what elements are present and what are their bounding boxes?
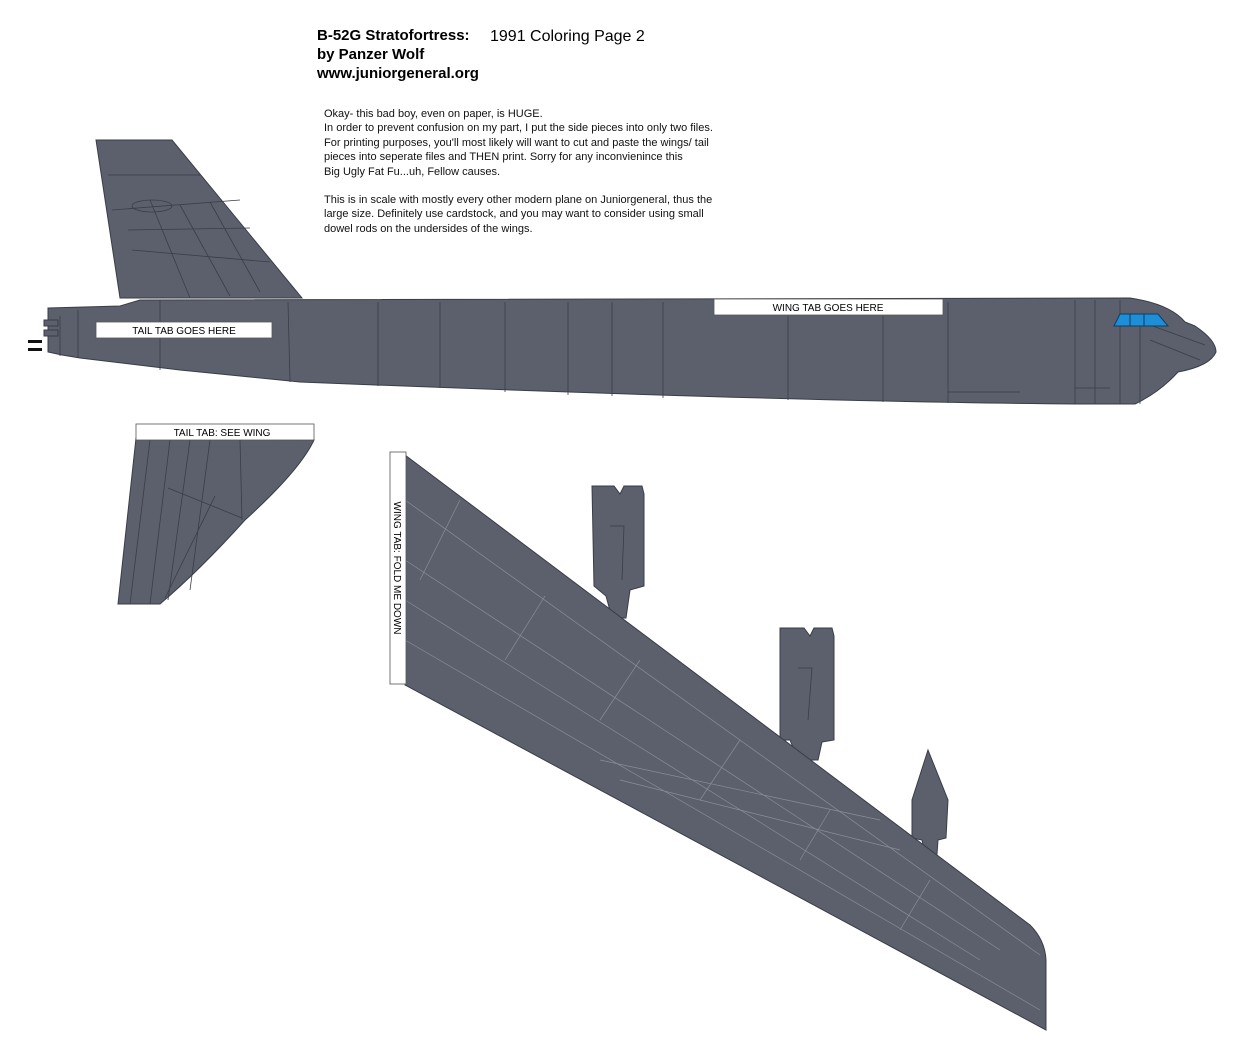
tail-gun-lower <box>43 329 59 337</box>
author-credit: by Panzer Wolf <box>317 46 425 63</box>
engine-pod-lines <box>610 525 813 721</box>
tail-gun-upper <box>43 319 59 327</box>
stabilizer-panel-lines <box>129 439 243 605</box>
notes-paragraph-2: This is in scale with mostly every other… <box>324 194 713 235</box>
wing-tab: WING TAB GOES HERE <box>713 298 944 316</box>
wing-panel-lines <box>404 499 1041 1011</box>
aircraft-title: B-52G Stratofortress: <box>317 27 470 44</box>
engine-pod-inboard <box>779 627 835 761</box>
website-link[interactable]: www.juniorgeneral.org <box>317 65 479 82</box>
tail-fin <box>95 139 304 299</box>
main-wing <box>404 453 1047 1031</box>
wing-fold-tab-label: WING TAB: FOLD ME DOWN <box>391 502 402 635</box>
notes-paragraph-1: Okay- this bad boy, even on paper, is HU… <box>324 108 713 178</box>
page-title: 1991 Coloring Page 2 <box>482 22 676 48</box>
horizontal-stabilizer <box>117 437 315 605</box>
engine-pod-outboard <box>591 485 645 619</box>
stabilizer-tab: TAIL TAB: SEE WING <box>135 423 315 441</box>
tail-tab: TAIL TAB GOES HERE <box>95 321 273 339</box>
fuselage <box>47 297 1217 405</box>
tail-gun-barrels <box>28 340 42 351</box>
page-header: B-52G Stratofortress: by Panzer Wolf www… <box>317 26 479 83</box>
tail-fin-panel-lines <box>108 174 271 299</box>
cockpit-canopy <box>1113 313 1170 327</box>
stabilizer-tab-label: TAIL TAB: SEE WING <box>174 428 271 439</box>
wing-fold-tab: WING TAB: FOLD ME DOWN <box>389 451 407 685</box>
instructions-notes: Okay- this bad boy, even on paper, is HU… <box>324 107 764 236</box>
wing-tab-label: WING TAB GOES HERE <box>773 303 884 314</box>
tail-tab-label: TAIL TAB GOES HERE <box>132 326 236 337</box>
